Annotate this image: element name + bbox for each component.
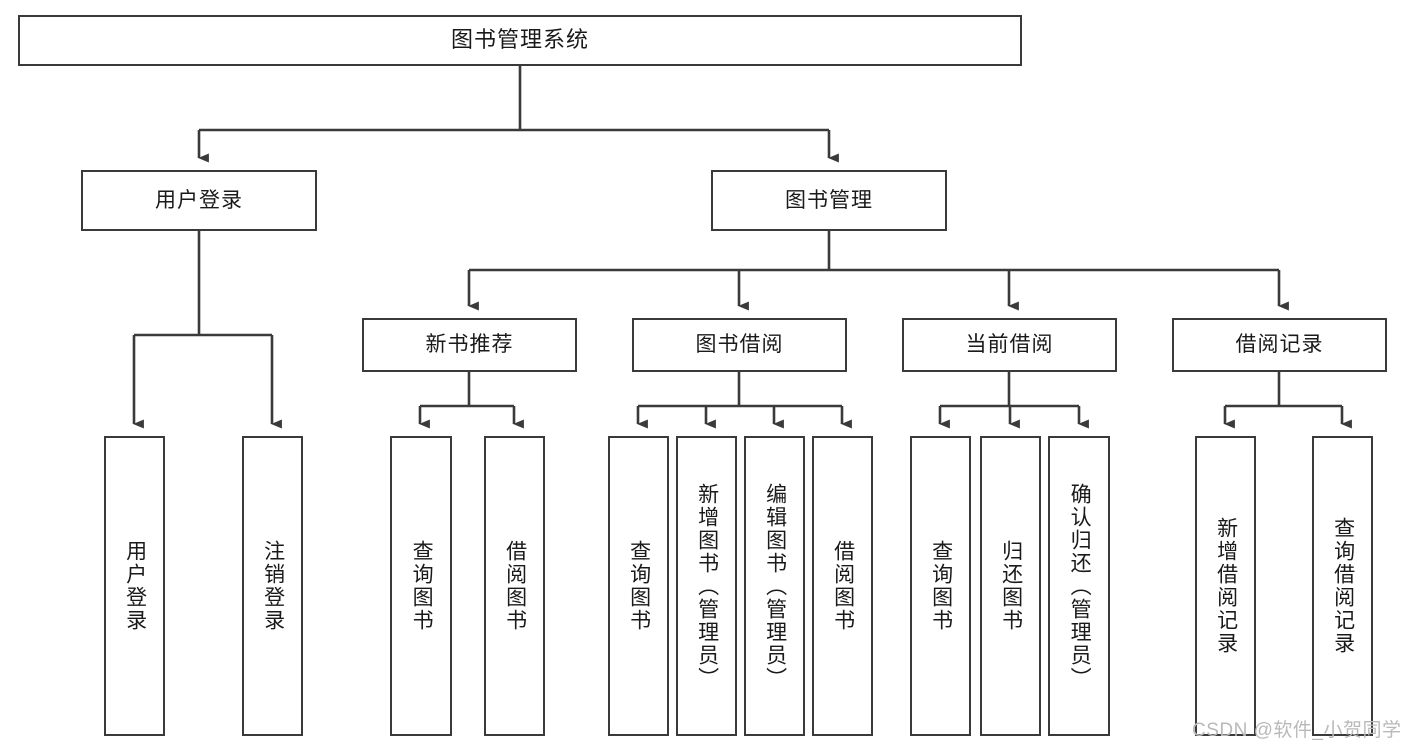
node-leaf-add-borrow-record: 新增借阅记录	[1195, 436, 1256, 736]
node-leaf-user-login: 用户登录	[104, 436, 165, 736]
node-current-borrow: 当前借阅	[902, 318, 1117, 372]
node-book-borrow: 图书借阅	[632, 318, 847, 372]
node-leaf-return-book: 归还图书	[980, 436, 1041, 736]
node-leaf-query-book-3: 查询图书	[910, 436, 971, 736]
node-leaf-logout-login: 注销登录	[242, 436, 303, 736]
node-current-borrow-label: 当前借阅	[965, 333, 1054, 357]
node-leaf-query-borrow-record: 查询借阅记录	[1312, 436, 1373, 736]
node-leaf-query-book-3-label: 查询图书	[929, 540, 953, 632]
node-user-login: 用户登录	[81, 170, 317, 231]
node-book-manage: 图书管理	[711, 170, 947, 231]
node-leaf-add-book-label: 新增图书（管理员）	[695, 482, 719, 690]
node-leaf-confirm-return: 确认归还（管理员）	[1048, 436, 1110, 736]
node-leaf-query-book-2-label: 查询图书	[627, 540, 651, 632]
node-leaf-edit-book-label: 编辑图书（管理员）	[763, 482, 787, 690]
node-leaf-edit-book: 编辑图书（管理员）	[744, 436, 805, 736]
node-leaf-borrow-book-1: 借阅图书	[484, 436, 545, 736]
node-leaf-user-login-label: 用户登录	[123, 540, 147, 632]
node-leaf-query-borrow-record-label: 查询借阅记录	[1331, 517, 1355, 655]
node-user-login-label: 用户登录	[155, 188, 243, 212]
node-leaf-confirm-return-label: 确认归还（管理员）	[1068, 482, 1092, 690]
node-leaf-borrow-book-2-label: 借阅图书	[831, 540, 855, 632]
node-book-borrow-label: 图书借阅	[695, 333, 784, 357]
node-leaf-add-borrow-record-label: 新增借阅记录	[1214, 517, 1238, 655]
node-borrow-record: 借阅记录	[1172, 318, 1387, 372]
node-new-book-recommend: 新书推荐	[362, 318, 577, 372]
node-root-label: 图书管理系统	[450, 27, 589, 53]
node-root: 图书管理系统	[18, 15, 1022, 66]
node-leaf-add-book: 新增图书（管理员）	[676, 436, 737, 736]
node-borrow-record-label: 借阅记录	[1235, 333, 1324, 357]
node-leaf-logout-login-label: 注销登录	[261, 540, 285, 632]
node-leaf-query-book-2: 查询图书	[608, 436, 669, 736]
node-leaf-query-book-1: 查询图书	[390, 436, 452, 736]
node-leaf-borrow-book-1-label: 借阅图书	[503, 540, 527, 632]
watermark: CSDN @软件_小贺同学	[1192, 720, 1402, 741]
node-leaf-borrow-book-2: 借阅图书	[812, 436, 873, 736]
node-leaf-return-book-label: 归还图书	[999, 540, 1023, 632]
node-book-manage-label: 图书管理	[785, 188, 873, 212]
node-new-book-recommend-label: 新书推荐	[425, 333, 514, 357]
node-leaf-query-book-1-label: 查询图书	[410, 540, 434, 632]
